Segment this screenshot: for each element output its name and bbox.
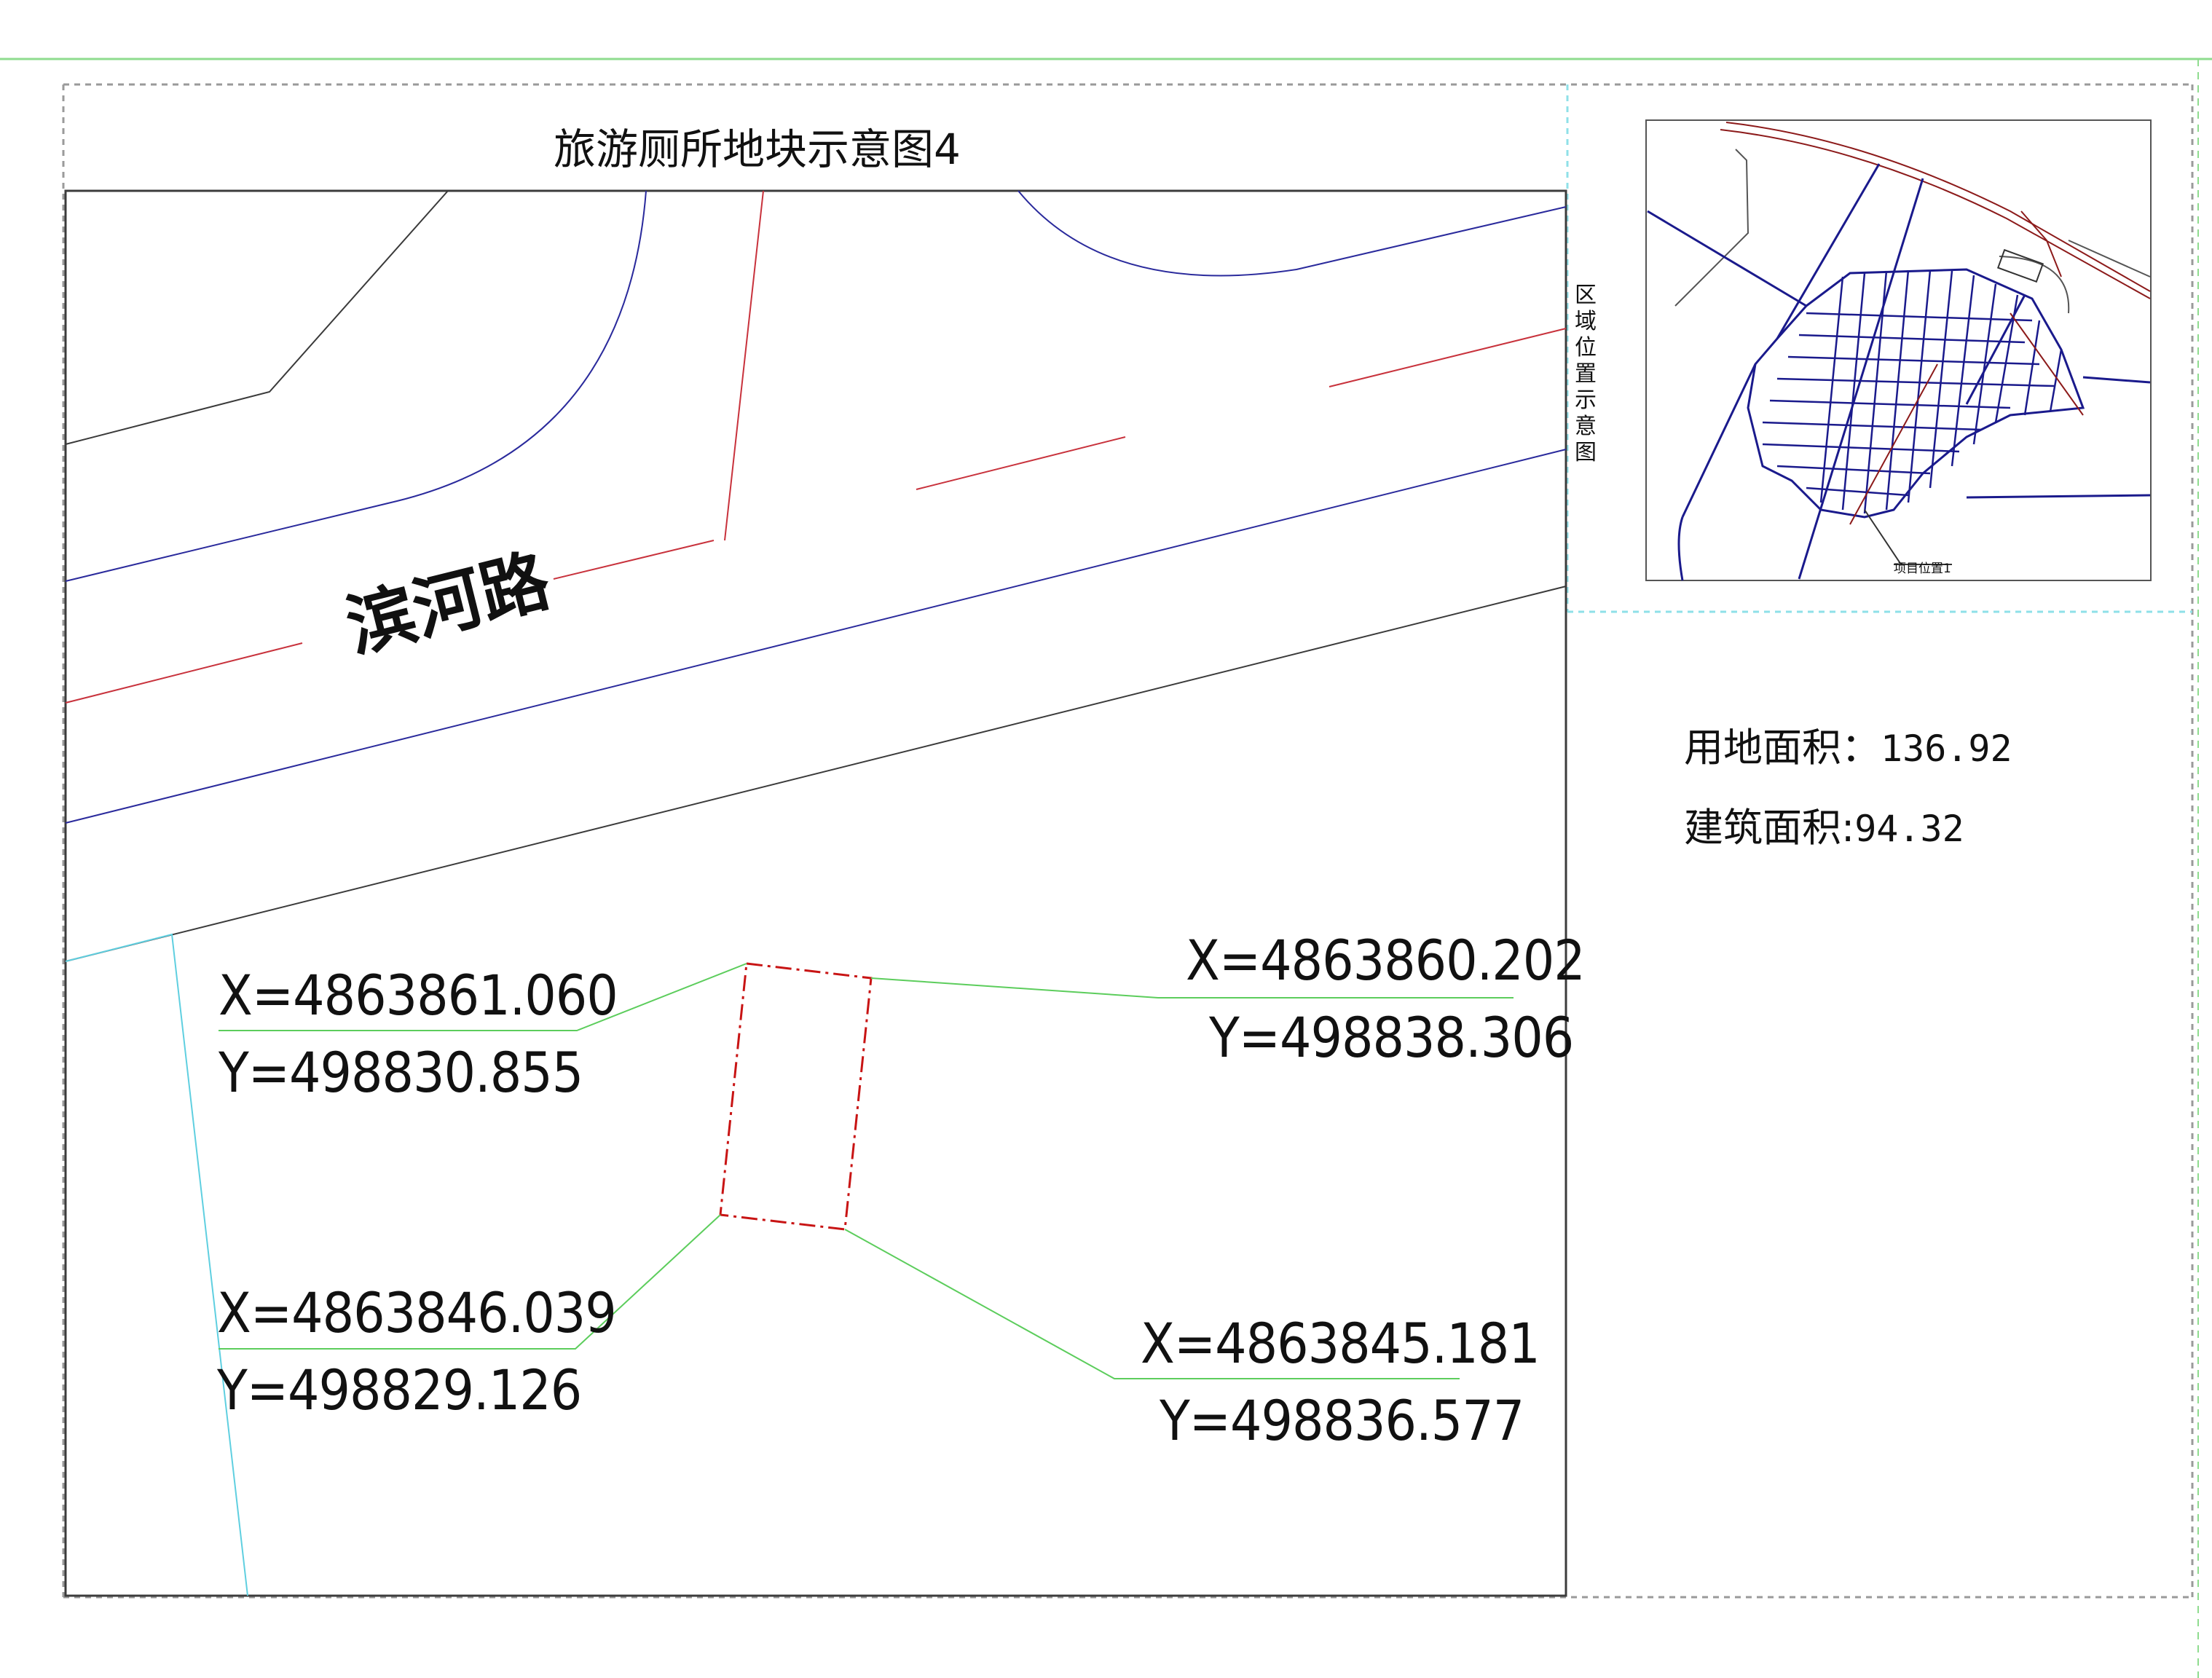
coord-sw-x: X=4863846.039	[217, 1280, 617, 1345]
coord-se-y: Y=498836.577	[1160, 1388, 1524, 1453]
map-frame	[64, 189, 1567, 1597]
leader-se	[844, 1229, 1460, 1379]
coord-ne-x: X=4863860.202	[1186, 928, 1586, 993]
centerline-dash	[1329, 328, 1567, 387]
map-title: 旅游厕所地块示意图4	[554, 125, 961, 174]
inset-map	[1645, 119, 2152, 581]
leader-sw	[219, 1214, 721, 1350]
inset-marker-label: 项目位置1	[1894, 562, 1951, 576]
parcel-boundary	[719, 962, 873, 1231]
leader-nw	[219, 963, 747, 1031]
road-edge-left-curve	[65, 190, 647, 582]
centerline-dash	[553, 540, 715, 580]
coord-sw-y: Y=498829.126	[217, 1358, 582, 1422]
land-area-label: 用地面积：	[1684, 725, 1881, 771]
outer-border	[0, 58, 2212, 1678]
building-area-value: 94.32	[1854, 808, 1964, 850]
river-boundary	[65, 933, 248, 1596]
road-edge-lower	[65, 449, 1567, 824]
setback-line-lower	[65, 586, 1567, 962]
leader-ne	[870, 977, 1514, 998]
setback-line-upper	[65, 190, 449, 445]
coord-se-x: X=4863845.181	[1141, 1311, 1540, 1376]
building-area: 建筑面积:94.32	[1684, 795, 1964, 853]
land-area: 用地面积：136.92	[1684, 715, 2012, 773]
coord-nw-x: X=4863861.060	[219, 963, 618, 1028]
centerline-dash	[65, 642, 303, 704]
coord-nw-y: Y=498830.855	[219, 1040, 583, 1105]
inset-title: 区域位置示意图	[1575, 283, 1597, 465]
main-map	[65, 190, 1567, 1596]
centerline-vertical	[724, 190, 764, 541]
building-area-label: 建筑面积:	[1684, 805, 1855, 851]
coord-ne-y: Y=498838.306	[1209, 1005, 1574, 1070]
land-area-value: 136.92	[1881, 728, 2012, 770]
inset-frame	[1645, 119, 2152, 581]
road-edge-top-curve	[1018, 190, 1567, 277]
drawing-frame	[62, 83, 2194, 1599]
centerline-dash	[916, 436, 1126, 490]
